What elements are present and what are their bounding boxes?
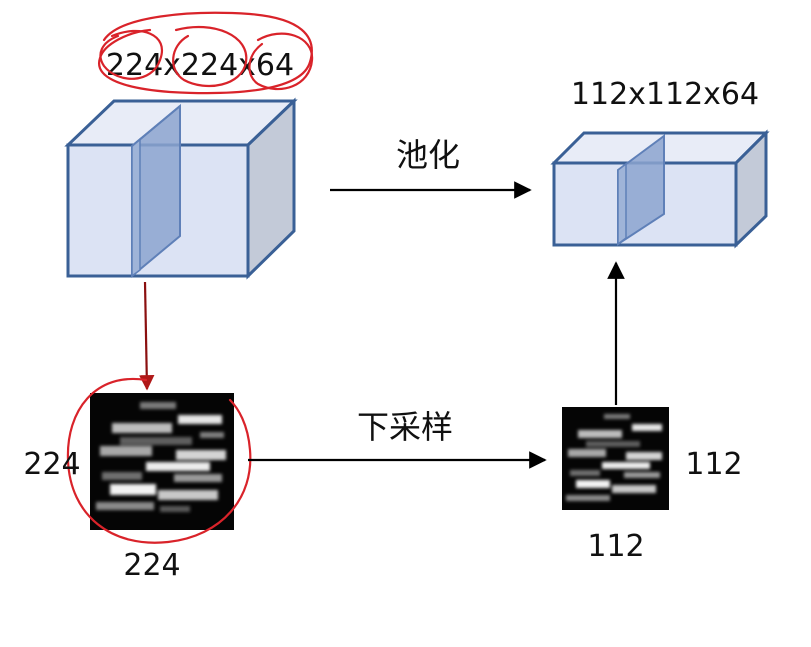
slice-to-map-arrow — [139, 281, 155, 391]
output-volume-slice-edge — [617, 162, 627, 246]
red-annotation-circles — [98, 11, 314, 95]
pooling-label: 池化 — [396, 136, 460, 174]
downsample-label: 下采样 — [357, 408, 453, 446]
input-map-width-label: 224 — [123, 548, 180, 583]
red-annotation-map-circle — [66, 377, 252, 544]
output-volume — [550, 129, 770, 249]
output-map-width-label: 112 — [587, 529, 644, 564]
output-feature-map — [562, 407, 669, 510]
input-feature-map — [90, 393, 234, 530]
input-volume — [64, 97, 298, 280]
output-volume-dims: 112x112x64 — [571, 77, 759, 112]
input-volume-slice-top-edge — [131, 105, 181, 147]
input-map-height-label: 224 — [23, 447, 80, 482]
input-volume-dims: 224x224x64 — [106, 48, 294, 83]
output-map-height-label: 112 — [685, 447, 742, 482]
input-volume-slice-edge — [131, 137, 141, 278]
